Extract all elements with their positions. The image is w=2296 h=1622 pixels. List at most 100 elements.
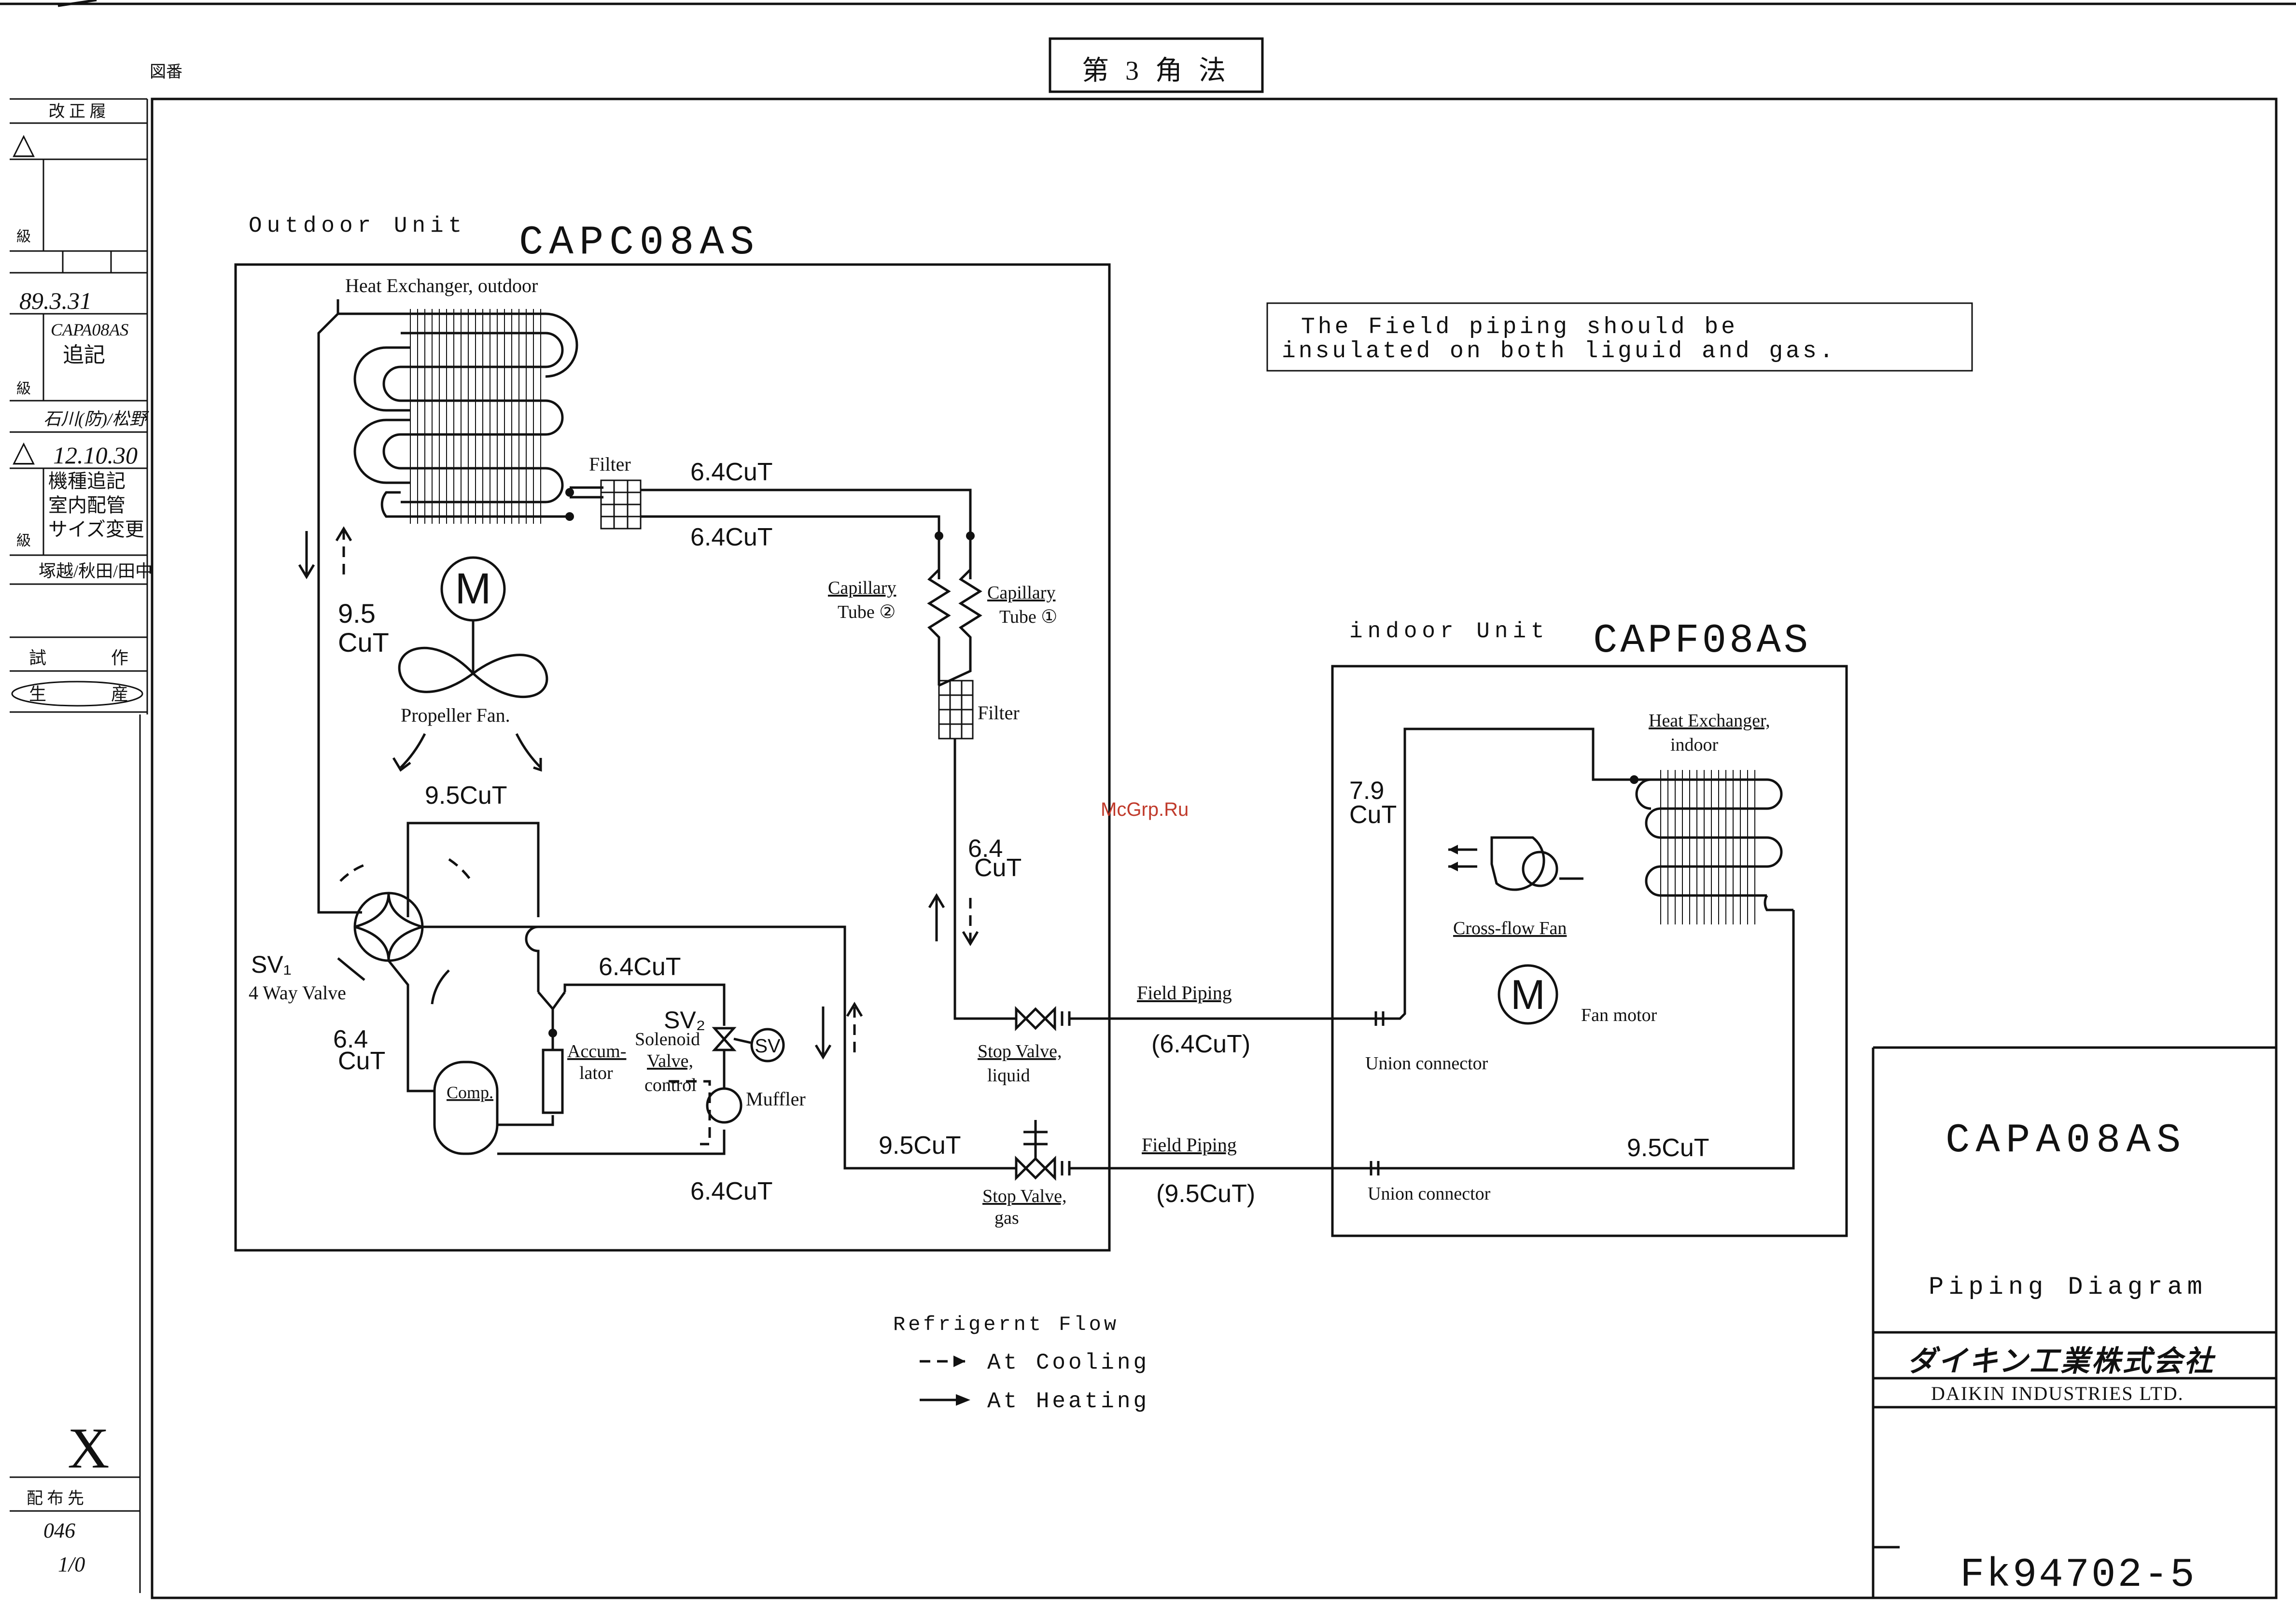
x-mark: X — [68, 1416, 110, 1480]
pipe-64-bottom: 6.4CuT — [690, 1177, 773, 1205]
filter-label-2: Filter — [978, 702, 1020, 724]
pipe-64-upper: 6.4CuT — [599, 953, 681, 981]
union-connector-gas: Union connector — [1368, 1184, 1491, 1204]
rev-row2-grade: 級 — [16, 381, 31, 397]
stop-valve-gas-label-1: Stop Valve, — [982, 1186, 1067, 1206]
title-model: CAPA08AS — [1946, 1118, 2186, 1164]
rev-row2-text1: CAPA08AS — [51, 320, 128, 339]
legend-heating: At Heating — [987, 1389, 1149, 1414]
fan-motor-symbol: M — [455, 565, 491, 613]
stop-valve-liquid-icon — [1015, 1006, 1056, 1032]
outdoor-heat-exchanger: Heat Exchanger, outdoor — [317, 275, 603, 914]
accumulator-icon — [542, 1049, 564, 1114]
compressor-label: Comp. — [447, 1083, 493, 1102]
rev-row1-mark: △ — [13, 128, 35, 160]
revision-margin: 改 正 履 △ 級 89.3.31 CAPA08AS 追記 級 石川(防)/松野… — [10, 98, 153, 1593]
cross-flow-fan-icon — [1490, 836, 1545, 891]
capillary-tube-2-line1: Capillary — [828, 578, 896, 598]
pipe-79-1: 7.9 — [1349, 777, 1384, 805]
outdoor-unit-label: Outdoor Unit — [249, 213, 466, 238]
indoor-model: CAPF08AS — [1593, 618, 1811, 664]
projection-stamp: 第 3 角 法 — [1082, 56, 1231, 86]
watermark: McGrp.Ru — [1101, 799, 1189, 820]
pipe-64-right-1: 6.4 — [968, 835, 1003, 863]
rev-row3-mark: △ — [13, 435, 35, 467]
outdoor-hx-label: Heat Exchanger, outdoor — [345, 275, 538, 296]
sv1-label: SV₁ — [251, 951, 292, 978]
pipe-95-mid: 9.5CuT — [425, 782, 507, 810]
field-piping-liquid: Field Piping — [1137, 982, 1232, 1004]
field-piping: Field Piping (6.4CuT) Field Piping (9.5C… — [1069, 727, 1795, 1208]
solenoid-valve-icon — [712, 1027, 737, 1051]
indoor-unit: indoor Unit CAPF08AS Heat Exchanger, ind… — [1331, 618, 1848, 1237]
capillary-tube-1-line2: Tube ① — [999, 607, 1057, 627]
capillary-tube-1-line1: Capillary — [987, 583, 1055, 603]
revision-history-title: 改 正 履 — [49, 102, 106, 121]
accumulator-label-2: lator — [579, 1063, 613, 1083]
sv-coil-label: SV — [755, 1035, 781, 1057]
distribution-number: 046 — [43, 1519, 75, 1542]
propeller-fan-icon — [398, 647, 548, 698]
pipe-64-right-2: CuT — [974, 854, 1022, 882]
solenoid-label-3: control — [644, 1075, 697, 1095]
rev-row1-grade: 級 — [16, 229, 31, 245]
rev-row3-text1: 機種追記 — [48, 470, 126, 492]
legend-cooling: At Cooling — [987, 1350, 1149, 1375]
rev-row3-text2: 室内配管 — [48, 494, 126, 516]
trial-label-1: 試 — [29, 648, 46, 668]
pipe-size-second: 6.4CuT — [690, 523, 773, 551]
rev-row3-date: 12.10.30 — [53, 442, 138, 469]
indoor-hx-label-2: indoor — [1670, 735, 1719, 755]
insulation-note: The Field piping should be insulated on … — [1266, 302, 1973, 372]
note-line-2: insulated on both liguid and gas. — [1282, 338, 1836, 364]
drawing-number-label: 図番 — [150, 63, 182, 81]
muffler-label: Muffler — [746, 1088, 806, 1110]
stop-valve-gas-label-2: gas — [994, 1208, 1019, 1228]
trial-label-2: 作 — [111, 648, 128, 668]
pipe-95-gas: 9.5CuT — [879, 1132, 961, 1160]
rev-row2-date: 89.3.31 — [19, 287, 92, 314]
rev-row2-text2: 追記 — [63, 343, 105, 367]
solenoid-label-1: Solenoid — [635, 1029, 700, 1049]
muffler-icon — [706, 1087, 742, 1124]
title-name: Piping Diagram — [1929, 1273, 2207, 1301]
pipe-64-left-2: CuT — [338, 1047, 385, 1075]
sv2-label: SV₂ — [664, 1007, 705, 1034]
four-way-valve-icon — [353, 892, 424, 962]
filter-label-1: Filter — [589, 453, 631, 475]
production-label-2: 産 — [111, 685, 128, 704]
note-line-1: The Field piping should be — [1301, 314, 1738, 340]
production-label-1: 生 — [29, 685, 46, 704]
stop-valve-liquid-label-1: Stop Valve, — [978, 1041, 1062, 1062]
indoor-heat-exchanger — [1635, 770, 1793, 924]
company-en: DAIKIN INDUSTRIES LTD. — [1931, 1383, 2184, 1404]
field-piping-gas: Field Piping — [1142, 1134, 1237, 1156]
indoor-unit-label: indoor Unit — [1349, 619, 1549, 644]
stop-valve-liquid-label-2: liquid — [987, 1065, 1030, 1086]
outdoor-unit: Outdoor Unit CAPC08AS Heat Exchanger, ou… — [234, 213, 1111, 1252]
propeller-fan-label: Propeller Fan. — [401, 704, 510, 726]
pipe-95-left-2: CuT — [338, 627, 389, 657]
indoor-fan-motor-icon — [1498, 964, 1558, 1025]
distribution-label: 配 布 先 — [27, 1489, 84, 1508]
title-block: CAPA08AS Piping Diagram ダイキン工業株式会社 DAIKI… — [1872, 1046, 2276, 1598]
company-jp: ダイキン工業株式会社 — [1907, 1345, 2216, 1377]
compressor-icon — [433, 1061, 499, 1155]
rev-row3-grade: 級 — [16, 533, 31, 549]
pipe-64-left-1: 6.4 — [333, 1025, 368, 1053]
filter-grid-1 — [601, 480, 641, 529]
four-way-valve-label: 4 Way Valve — [249, 982, 346, 1004]
stop-valve-gas-icon — [1015, 1155, 1056, 1181]
filter-grid-2 — [939, 681, 973, 739]
pipe-95-left-1: 9.5 — [338, 598, 376, 629]
capillary-tube-2-line2: Tube ② — [838, 602, 896, 622]
indoor-pipe-95: 9.5CuT — [1627, 1134, 1709, 1162]
indoor-motor-symbol: M — [1511, 972, 1545, 1018]
drawing-number: Fk94702-5 — [1960, 1552, 2197, 1598]
indoor-hx-label-1: Heat Exchanger, — [1649, 711, 1770, 731]
fan-motor-label: Fan motor — [1581, 1005, 1657, 1025]
field-size-liquid: (6.4CuT) — [1151, 1030, 1250, 1058]
cross-flow-fan-label: Cross-flow Fan — [1453, 918, 1567, 938]
pipe-79-2: CuT — [1349, 801, 1397, 829]
